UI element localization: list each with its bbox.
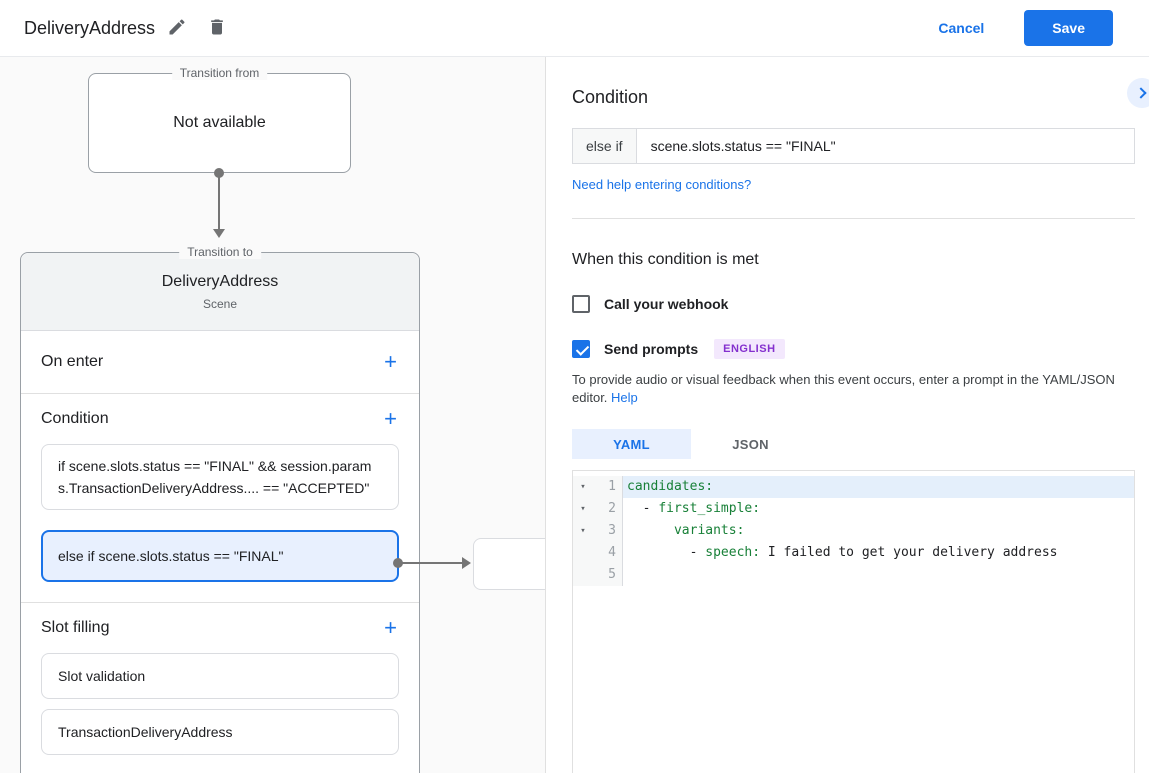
code-text[interactable]: variants: <box>623 520 1134 542</box>
prompt-description: To provide audio or visual feedback when… <box>572 371 1135 407</box>
code-segment <box>627 523 674 538</box>
code-segment: - <box>627 501 659 516</box>
editor-gutter: 4 <box>573 542 623 564</box>
webhook-row: Call your webhook <box>572 295 1135 313</box>
save-button[interactable]: Save <box>1024 10 1113 46</box>
code-line[interactable]: 5 <box>573 564 1134 586</box>
line-number: 3 <box>608 523 616 538</box>
connector-line-vertical <box>218 173 220 231</box>
condition-met-title: When this condition is met <box>572 251 759 268</box>
pencil-icon <box>167 17 187 40</box>
send-prompts-checkbox[interactable] <box>572 340 590 358</box>
diagram-canvas: Transition from Not available Transition… <box>0 57 546 773</box>
condition-label: Condition <box>41 410 109 427</box>
condition-detail-panel: Condition else if Need help entering con… <box>546 57 1149 773</box>
scene-card: Transition to DeliveryAddress Scene On e… <box>20 245 420 773</box>
slot-filling-label: Slot filling <box>41 619 110 636</box>
connector-dot <box>393 558 403 568</box>
condition-expression-input[interactable] <box>636 129 1134 163</box>
code-segment: - <box>627 545 706 560</box>
code-text[interactable] <box>623 564 1134 586</box>
prompt-help-link[interactable]: Help <box>611 390 638 405</box>
code-segment: I failed to get your delivery address <box>760 545 1058 560</box>
slot-filling-section: Slot filling + Slot validation Transacti… <box>21 603 419 755</box>
on-enter-label: On enter <box>41 353 104 370</box>
scene-name: DeliveryAddress <box>161 272 279 290</box>
transition-from-text: Not available <box>173 114 266 131</box>
condition-input-group: else if <box>572 128 1135 164</box>
line-number: 1 <box>608 479 616 494</box>
transition-from-legend: Transition from <box>171 66 268 80</box>
slot-item-transaction-delivery-address[interactable]: TransactionDeliveryAddress <box>41 709 399 755</box>
collapse-panel-button[interactable] <box>1127 78 1149 108</box>
condition-item-selected[interactable]: else if scene.slots.status == "FINAL" <box>41 530 399 582</box>
code-text[interactable]: candidates: <box>623 476 1134 498</box>
code-text[interactable]: - speech: I failed to get your delivery … <box>623 542 1134 564</box>
fold-arrow-icon[interactable]: ▾ <box>580 504 586 514</box>
fold-arrow-icon[interactable]: ▾ <box>580 526 586 536</box>
condition-prefix: else if <box>573 129 637 163</box>
webhook-checkbox[interactable] <box>572 295 590 313</box>
fold-spacer <box>573 542 593 564</box>
edit-title-button[interactable] <box>159 10 195 46</box>
fold-spacer <box>573 564 593 586</box>
prompt-description-text: To provide audio or visual feedback when… <box>572 372 1115 405</box>
top-bar: DeliveryAddress Cancel Save <box>0 0 1149 57</box>
code-segment: candidates: <box>627 479 714 494</box>
code-text[interactable]: - first_simple: <box>623 498 1134 520</box>
arrowhead-down-icon <box>213 229 225 238</box>
cancel-button[interactable]: Cancel <box>922 12 1000 44</box>
webhook-label: Call your webhook <box>604 296 729 312</box>
transition-to-legend: Transition to <box>179 245 261 259</box>
line-number: 4 <box>608 545 616 560</box>
code-segment: speech: <box>705 545 761 560</box>
chevron-right-icon <box>1134 87 1147 99</box>
editor-tabs: YAML JSON <box>572 429 1135 459</box>
delete-scene-button[interactable] <box>199 10 235 46</box>
on-enter-section: On enter + <box>21 331 419 394</box>
line-number: 5 <box>608 567 616 582</box>
slot-item-validation[interactable]: Slot validation <box>41 653 399 699</box>
code-line[interactable]: ▾3 variants: <box>573 520 1134 542</box>
tab-yaml[interactable]: YAML <box>572 429 691 459</box>
trash-icon <box>207 17 227 40</box>
language-badge: ENGLISH <box>714 339 785 359</box>
arrowhead-right-icon <box>462 557 471 569</box>
editor-gutter: ▾2 <box>573 498 623 520</box>
connector-line-horizontal <box>402 562 462 564</box>
condition-item[interactable]: if scene.slots.status == "FINAL" && sess… <box>41 444 399 510</box>
add-condition-button[interactable]: + <box>384 406 397 431</box>
editor-gutter: ▾1 <box>573 476 623 498</box>
send-prompts-label: Send prompts <box>604 341 699 357</box>
section-divider <box>572 218 1135 219</box>
editor-gutter: 5 <box>573 564 623 586</box>
fold-arrow-icon[interactable]: ▾ <box>580 482 586 492</box>
transition-target-node[interactable] <box>473 538 545 590</box>
code-line[interactable]: 4 - speech: I failed to get your deliver… <box>573 542 1134 564</box>
conditions-help-link[interactable]: Need help entering conditions? <box>572 177 752 192</box>
add-slot-button[interactable]: + <box>384 615 397 640</box>
code-segment: first_simple: <box>658 501 761 516</box>
condition-section: Condition + if scene.slots.status == "FI… <box>21 394 419 603</box>
add-on-enter-button[interactable]: + <box>384 349 397 374</box>
panel-title: Condition <box>572 87 649 107</box>
scene-card-header[interactable]: DeliveryAddress Scene <box>21 253 419 331</box>
send-prompts-row: Send prompts ENGLISH <box>572 339 1135 359</box>
scene-type: Scene <box>202 296 238 311</box>
transition-from-node[interactable]: Transition from Not available <box>88 66 351 173</box>
code-line[interactable]: ▾2 - first_simple: <box>573 498 1134 520</box>
code-segment: variants: <box>673 523 745 538</box>
tab-json[interactable]: JSON <box>732 436 769 452</box>
line-number: 2 <box>608 501 616 516</box>
editor-gutter: ▾3 <box>573 520 623 542</box>
page-title: DeliveryAddress <box>24 17 156 38</box>
